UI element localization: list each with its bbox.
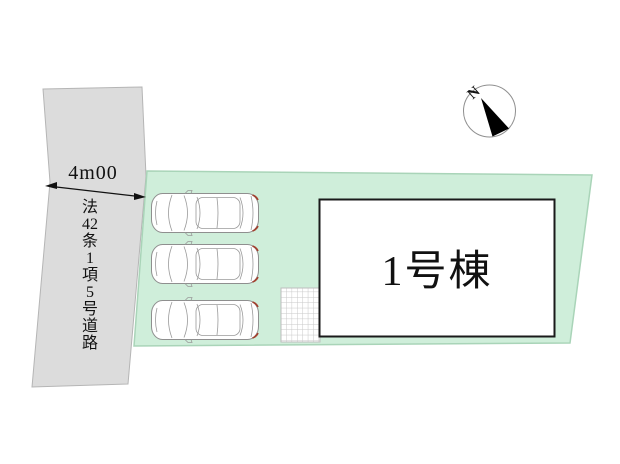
car-icon [150, 240, 260, 288]
parked-cars [150, 189, 260, 344]
road-name-segment: 路 [81, 335, 98, 352]
road-name-label: 法 42 条 1 項 5 号 道 路 [76, 199, 104, 352]
building-label: 1号棟 [381, 249, 493, 295]
paved-area-icon [280, 287, 321, 343]
road-width-label: 4m00 [68, 162, 118, 184]
road-name-segment: 条 [81, 233, 98, 250]
road-name-segment: 道 [81, 318, 98, 335]
road-name-segment: 5 [86, 284, 94, 301]
building-outline [318, 198, 556, 338]
dimension-arrow [45, 182, 146, 200]
road-name-segment: 号 [81, 301, 98, 318]
road-name-segment: 1 [86, 250, 94, 267]
road-name-segment: 項 [81, 267, 98, 284]
car-icon [150, 189, 260, 237]
road-area [31, 86, 147, 388]
compass [463, 84, 516, 138]
road-name-segment: 42 [82, 216, 98, 233]
road-name-segment: 法 [81, 199, 98, 216]
car-icon [150, 296, 260, 344]
compass-needle-icon [481, 98, 509, 137]
